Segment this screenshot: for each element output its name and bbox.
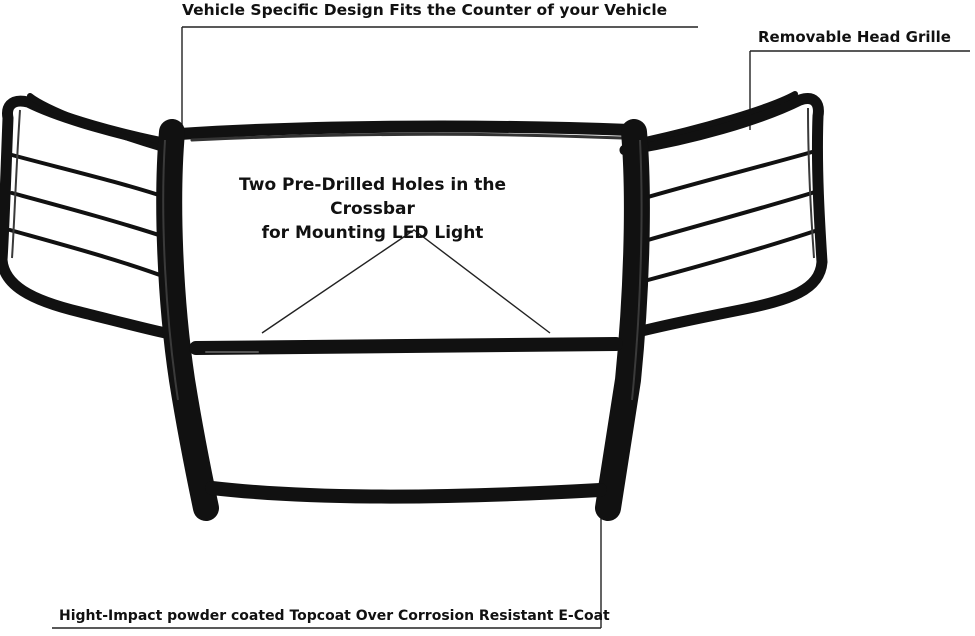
- callout-leader-lines: [52, 26, 970, 629]
- right-wing-top-tube: [642, 91, 798, 143]
- bottom-loop: [205, 481, 607, 504]
- left-wing-slat-2: [10, 191, 170, 240]
- right-wing-slat-3: [646, 228, 820, 282]
- callout-pre-drilled-holes-line2: for Mounting LED Light: [261, 222, 484, 243]
- grille-guard: [0, 91, 828, 521]
- center-top-hoop: [174, 120, 636, 140]
- center-callout-leader: [261, 229, 551, 334]
- callout-vehicle-specific-design: Vehicle Specific Design Fits the Counter…: [182, 1, 668, 19]
- callout-pre-drilled-holes: Two Pre-Drilled Holes in the Crossbar fo…: [205, 174, 540, 245]
- center-top-hoop-highlight: [190, 132, 624, 142]
- right-wing-outer-tube: [619, 93, 828, 340]
- left-upright: [156, 119, 219, 521]
- right-wing-slat-2: [646, 190, 817, 242]
- left-wing-top-tube: [27, 93, 163, 151]
- right-upright: [595, 119, 650, 521]
- left-wing-slat-3: [8, 228, 170, 280]
- callout-powder-coated-topcoat: Hight-Impact powder coated Topcoat Over …: [59, 608, 610, 624]
- left-wing-outer-tube: [0, 95, 184, 340]
- callout-removable-head-grille: Removable Head Grille: [758, 28, 951, 46]
- right-wing-slat-1: [646, 150, 814, 199]
- callout-pre-drilled-holes-line1: Two Pre-Drilled Holes in the Crossbar: [239, 175, 506, 219]
- guard-highlights: [11, 107, 815, 401]
- led-crossbar: [189, 337, 623, 355]
- left-wing-slat-1: [10, 153, 170, 200]
